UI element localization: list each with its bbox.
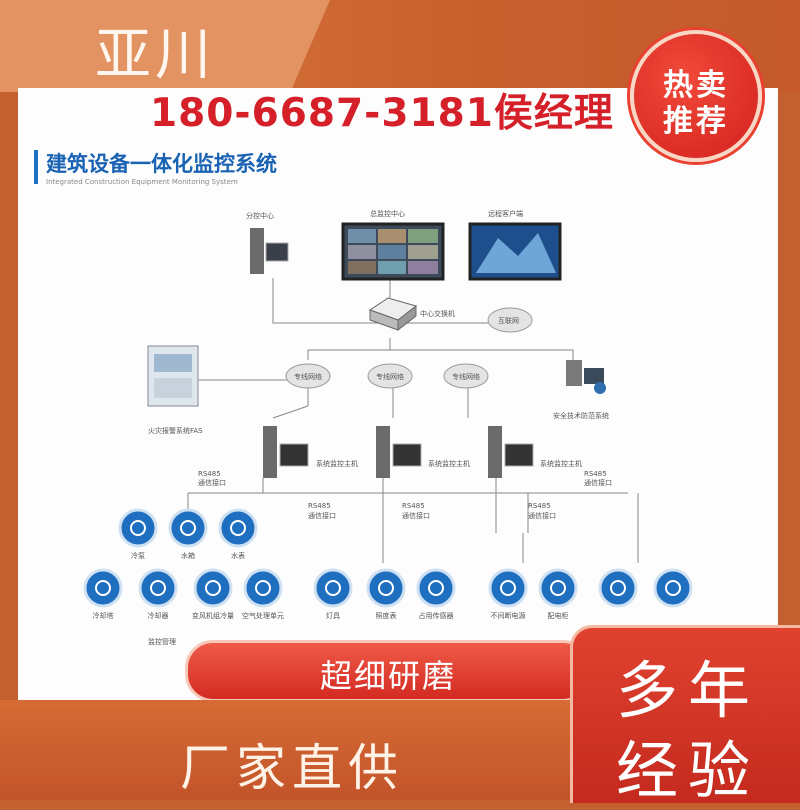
device-icon [313, 568, 353, 608]
rs485-label-1: RS485 [198, 470, 221, 478]
device-glyph-icon [205, 580, 221, 596]
host-label-3: 系统监控主机 [540, 459, 582, 468]
device-icon [83, 568, 123, 608]
brand-name: 亚川 [95, 23, 215, 88]
switch-label: 中心交换机 [420, 309, 455, 318]
contact-phone: 180-6687-3181侯经理 [150, 91, 614, 136]
corner-line-2: 经验 [615, 734, 760, 807]
device-glyph-icon [95, 580, 111, 596]
rs485-label-2: RS485 [308, 502, 331, 510]
device-label: 照度表 [376, 611, 397, 620]
system-diagram: 分控中心 总监控中心 远程客户端 中心交换机 互联网 专线网络 专线网络 专线网… [83, 209, 693, 646]
device-label: 水表 [231, 551, 245, 560]
comm-port-label-4: 通信接口 [528, 511, 556, 520]
remote-client-node: 远程客户端 [468, 209, 562, 281]
bottom-management-label: 监控管理 [148, 637, 176, 646]
host-label-2: 系统监控主机 [428, 459, 470, 468]
device-label: 空气处理单元 [242, 611, 284, 620]
internet-cloud: 互联网 [487, 307, 533, 333]
device-glyph-icon [255, 580, 271, 596]
rs485-label-4: RS485 [528, 502, 551, 510]
device-icon [653, 568, 693, 608]
device-label: 冷泵 [131, 551, 145, 560]
sub-center-label: 分控中心 [246, 211, 274, 220]
device-icon [538, 568, 578, 608]
device-label: 水箱 [181, 551, 195, 560]
host-label-1: 系统监控主机 [316, 459, 358, 468]
device-glyph-icon [550, 580, 566, 596]
fire-alarm-label: 火灾报警系统FAS [148, 426, 203, 435]
device-glyph-icon [325, 580, 341, 596]
device-icons: 冷泵 水箱 水表冷却塔 冷却器 变风机组冷量空气处理单元 灯具 照度表 占用传感器 不间断电源 配… [83, 508, 693, 620]
comm-port-label-2: 通信接口 [308, 511, 336, 520]
sub-center-node: 分控中心 [246, 211, 289, 274]
brand-tab [0, 0, 330, 92]
device-icon [598, 568, 638, 608]
device-glyph-icon [665, 580, 681, 596]
security-label: 安全技术防范系统 [553, 411, 609, 420]
device-icon [218, 508, 258, 548]
rs485-labels: RS485 通信接口 RS485 通信接口 RS485 通信接口 RS485 通… [198, 470, 612, 520]
switch-node: 中心交换机 [368, 297, 455, 332]
device-glyph-icon [150, 580, 166, 596]
device-icon [366, 568, 406, 608]
device-icon [488, 568, 528, 608]
internet-label: 互联网 [498, 316, 519, 325]
dedicated-net-clouds: 专线网络 专线网络 专线网络 [285, 363, 489, 389]
device-glyph-icon [378, 580, 394, 596]
device-glyph-icon [428, 580, 444, 596]
monitor-hosts: 系统监控主机 系统监控主机 系统监控主机 [263, 426, 582, 478]
device-icon [243, 568, 283, 608]
device-glyph-icon [610, 580, 626, 596]
ribbon-text: 超细研磨 [319, 657, 456, 695]
footer-text: 厂家直供 [180, 739, 404, 797]
device-icon [118, 508, 158, 548]
main-center-node: 总监控中心 [341, 209, 445, 281]
dedicated-net-label-3: 专线网络 [452, 372, 480, 381]
hot-sale-badge: 热卖 推荐 [630, 30, 762, 162]
main-center-label: 总监控中心 [370, 209, 405, 218]
rs485-label-3: RS485 [402, 502, 425, 510]
device-glyph-icon [500, 580, 516, 596]
dedicated-net-label-2: 专线网络 [376, 372, 404, 381]
badge-line-2: 推荐 [663, 104, 729, 139]
comm-port-label-5: 通信接口 [584, 478, 612, 487]
device-icon [138, 568, 178, 608]
diagram-title: 建筑设备一体化监控系统 [46, 152, 277, 176]
corner-line-1: 多年 [615, 654, 760, 727]
device-glyph-icon [180, 520, 196, 536]
device-label: 冷却器 [148, 611, 169, 620]
device-label: 配电柜 [548, 611, 569, 620]
device-glyph-icon [230, 520, 246, 536]
diagram-subtitle: Integrated Construction Equipment Monito… [46, 178, 238, 186]
fire-alarm-node: 火灾报警系统FAS [147, 345, 203, 435]
remote-client-label: 远程客户端 [488, 209, 523, 218]
comm-port-label-1: 通信接口 [198, 478, 226, 487]
device-icon [416, 568, 456, 608]
rs485-label-5: RS485 [584, 470, 607, 478]
ribbon-banner: 超细研磨 [185, 640, 591, 702]
dedicated-net-label-1: 专线网络 [294, 372, 322, 381]
security-node: 安全技术防范系统 [553, 360, 609, 420]
experience-corner: 多年 经验 [570, 625, 800, 807]
badge-line-1: 热卖 [663, 68, 729, 103]
device-label: 冷却塔 [93, 611, 114, 620]
device-label: 变风机组冷量 [192, 611, 234, 620]
device-icon [193, 568, 233, 608]
title-accent-bar [34, 150, 38, 184]
device-label: 占用传感器 [419, 611, 454, 620]
comm-port-label-3: 通信接口 [402, 511, 430, 520]
device-label: 灯具 [326, 611, 340, 620]
device-icon [168, 508, 208, 548]
device-label: 不间断电源 [491, 611, 526, 620]
device-glyph-icon [130, 520, 146, 536]
